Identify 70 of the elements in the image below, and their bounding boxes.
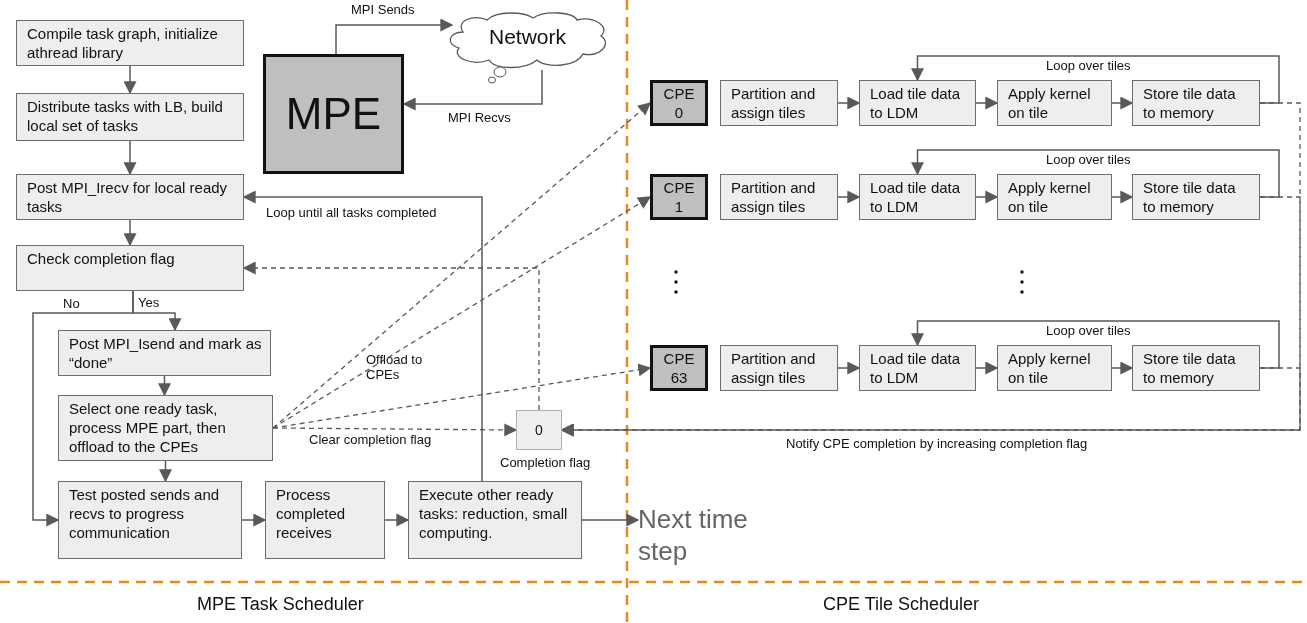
- process-box: Process completed receives: [265, 481, 385, 559]
- processor-box: CPE 0: [650, 80, 708, 126]
- arrow: [123, 140, 137, 176]
- edge-label: Loop until all tasks completed: [265, 205, 438, 220]
- process-box: Apply kernel on tile: [997, 80, 1112, 126]
- process-box: Load tile data to LDM: [859, 345, 976, 391]
- processor-box: CPE 63: [650, 345, 708, 391]
- arrow: [975, 96, 999, 110]
- process-box: Test posted sends and recvs to progress communication: [58, 481, 242, 559]
- process-box: Partition and assign tiles: [720, 174, 838, 220]
- process-box: Distribute tasks with LB, build local set of tasks: [16, 93, 244, 141]
- edge-label: Clear completion flag: [308, 432, 433, 447]
- step-text: Next time step: [638, 503, 763, 567]
- arrow: [975, 361, 999, 375]
- arrow: [32, 290, 134, 527]
- process-box: Post MPI_Isend and mark as “done”: [58, 330, 271, 376]
- arrow: [159, 460, 172, 483]
- process-box: Apply kernel on tile: [997, 345, 1112, 391]
- arrow: [242, 190, 483, 482]
- process-box: Load tile data to LDM: [859, 80, 976, 126]
- edge-label: Loop over tiles: [1045, 152, 1132, 167]
- edge-label: MPI Recvs: [447, 110, 512, 125]
- arrow: [1111, 190, 1134, 204]
- process-box: Store tile data to memory: [1132, 80, 1260, 126]
- process-box: Partition and assign tiles: [720, 345, 838, 391]
- process-box: Check completion flag: [16, 245, 244, 291]
- arrow: [384, 513, 410, 527]
- arrow: [911, 320, 1280, 369]
- arrow: [975, 190, 999, 204]
- dashed-arrow: [272, 102, 651, 429]
- arrow: [837, 96, 861, 110]
- edge-label: Yes: [137, 295, 161, 310]
- process-box: Store tile data to memory: [1132, 345, 1260, 391]
- arrow: [581, 513, 640, 527]
- arrow: [837, 190, 861, 204]
- edge-label: No: [62, 296, 81, 311]
- process-box: Compile task graph, initialize athread library: [16, 20, 244, 66]
- edge-label: Notify CPE completion by increasing completion flag: [785, 436, 1089, 451]
- caption-text: Completion flag: [500, 455, 591, 470]
- arrow: [837, 361, 861, 375]
- arrow: [911, 149, 1280, 198]
- process-box: Post MPI_Irecv for local ready tasks: [16, 174, 244, 220]
- arrow: [1111, 96, 1134, 110]
- section-label: MPE Task Scheduler: [197, 594, 364, 615]
- arrow: [123, 65, 137, 95]
- flag-box: 0: [516, 410, 562, 450]
- dashed-arrow: [242, 261, 540, 411]
- arrow: [335, 18, 454, 55]
- processor-box: CPE 1: [650, 174, 708, 220]
- arrow: [1111, 361, 1134, 375]
- arrow: [241, 513, 267, 527]
- arrow: [123, 219, 137, 247]
- edge-label: MPI Sends: [350, 2, 416, 17]
- arrow: [402, 69, 543, 111]
- edge-label: Offload to CPEs: [365, 352, 424, 382]
- edge-label: Loop over tiles: [1045, 58, 1132, 73]
- process-box: Apply kernel on tile: [997, 174, 1112, 220]
- process-box: Select one ready task, process MPE part, then offload to the CPEs: [58, 395, 273, 461]
- process-box: Store tile data to memory: [1132, 174, 1260, 220]
- processor-box: MPE: [263, 54, 404, 174]
- process-box: Execute other ready tasks: reduction, small computing.: [408, 481, 582, 559]
- edge-label: Loop over tiles: [1045, 323, 1132, 338]
- process-box: Load tile data to LDM: [859, 174, 976, 220]
- dashed-arrow: [560, 367, 1301, 437]
- arrow: [158, 375, 171, 397]
- arrow: [911, 55, 1280, 104]
- section-label: CPE Tile Scheduler: [823, 594, 980, 615]
- dashed-arrow: [272, 423, 518, 437]
- dashed-arrow: [272, 196, 652, 429]
- process-box: Partition and assign tiles: [720, 80, 838, 126]
